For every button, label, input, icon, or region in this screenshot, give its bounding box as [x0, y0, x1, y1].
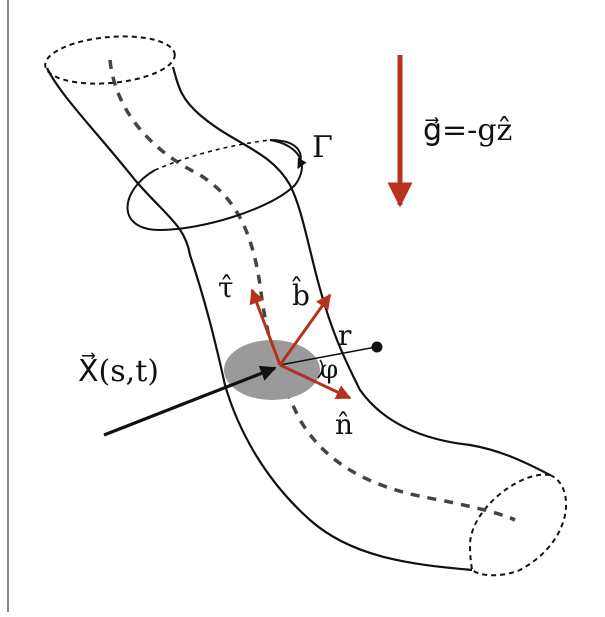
binormal-label: b̂ — [291, 277, 309, 312]
circulation-loop — [126, 139, 307, 232]
position-label: X⃗(s,t) — [78, 353, 159, 389]
tangent-vector — [249, 288, 282, 366]
angle-arc — [317, 359, 324, 379]
radius-label: r — [338, 319, 352, 352]
normal-label: n̂ — [335, 408, 353, 441]
gravity-label: g⃗=-gẑ — [423, 113, 512, 148]
position-vector — [103, 365, 277, 437]
tube-outline-right — [171, 66, 551, 476]
tube-outline-left — [46, 67, 473, 572]
circulation-label: Γ — [312, 130, 333, 165]
radius-line — [279, 341, 383, 366]
normal-vector — [279, 363, 352, 400]
tangent-label: τ̂ — [218, 271, 234, 304]
bottom-end-cap — [468, 473, 568, 577]
angle-label: φ — [320, 355, 338, 385]
top-end-cap — [44, 35, 176, 85]
radius-point — [371, 341, 383, 353]
binormal-vector — [278, 293, 332, 366]
